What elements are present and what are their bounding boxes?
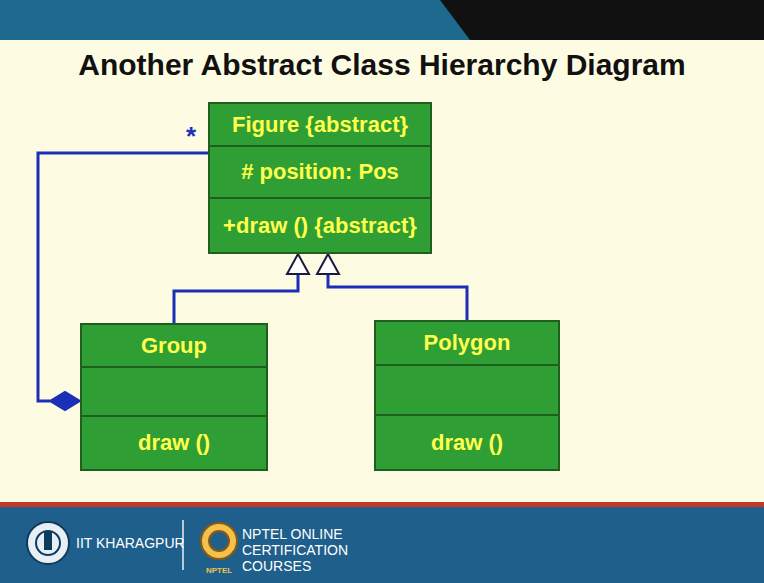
class-compartment xyxy=(82,368,266,417)
logo-caption: NPTEL xyxy=(206,566,232,575)
class-compartment: +draw () {abstract} xyxy=(210,199,430,252)
footer-rule xyxy=(0,502,764,507)
class-compartment: draw () xyxy=(376,416,558,469)
class-text: draw () xyxy=(431,430,503,456)
top-bar-accent xyxy=(440,0,764,40)
connector-line xyxy=(174,274,298,323)
course-name: NPTEL ONLINE CERTIFICATION COURSES xyxy=(242,526,420,574)
class-compartment: Polygon xyxy=(376,322,558,366)
iit-logo xyxy=(27,522,69,564)
class-compartment: # position: Pos xyxy=(210,147,430,199)
class-compartment: Group xyxy=(82,325,266,368)
slide-title: Another Abstract Class Hierarchy Diagram xyxy=(0,48,764,82)
uml-class-box: Figure {abstract} # position: Pos +draw ()… xyxy=(208,102,432,254)
uml-class-box: Polygon draw () xyxy=(374,320,560,471)
inheritance-connector xyxy=(174,254,309,323)
class-text: draw () xyxy=(138,430,210,456)
class-text: Group xyxy=(141,333,207,359)
class-text: Polygon xyxy=(424,330,511,356)
class-text: Figure {abstract} xyxy=(232,112,408,138)
footer-bar xyxy=(0,507,764,583)
connector-line xyxy=(328,274,467,320)
inheritance-triangle xyxy=(317,254,339,274)
nptel-logo xyxy=(201,523,237,559)
class-compartment xyxy=(376,366,558,416)
uml-class-box: Group draw () xyxy=(80,323,268,471)
class-text: # position: Pos xyxy=(241,159,399,185)
class-text: +draw () {abstract} xyxy=(223,213,417,239)
top-bar xyxy=(0,0,764,40)
composition-diamond xyxy=(50,392,80,410)
institute-name: IIT KHARAGPUR xyxy=(76,535,185,551)
inheritance-triangle xyxy=(287,254,309,274)
inheritance-connector xyxy=(317,254,467,320)
class-compartment: draw () xyxy=(82,417,266,469)
multiplicity: * xyxy=(186,121,196,152)
class-compartment: Figure {abstract} xyxy=(210,104,430,147)
